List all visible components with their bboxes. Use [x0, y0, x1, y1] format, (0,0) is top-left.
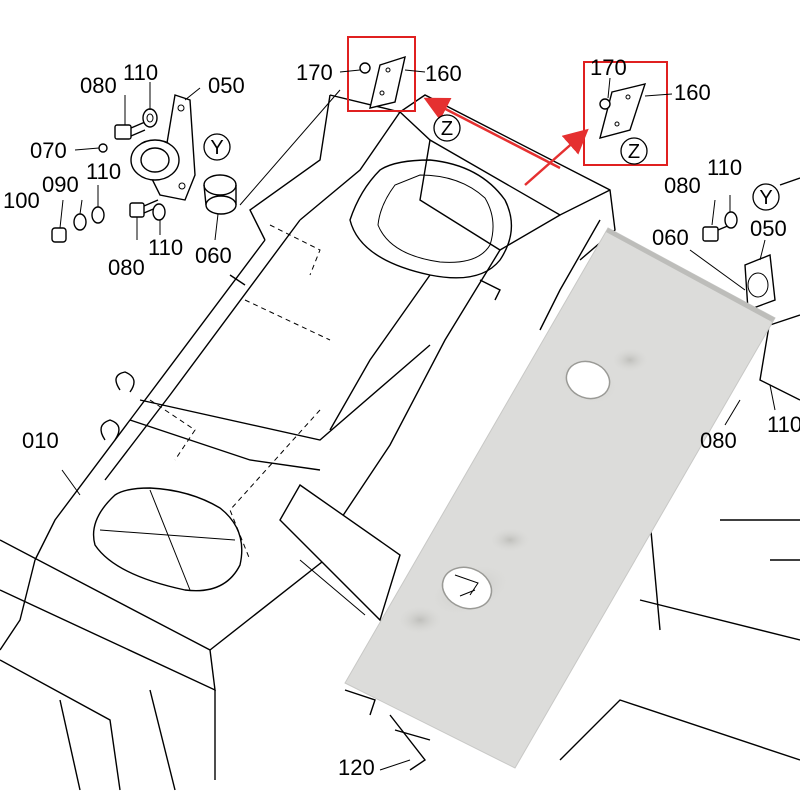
label-010: 010 [22, 428, 59, 453]
bolt-icon [129, 199, 159, 218]
label-060-right: 060 [652, 225, 689, 250]
callout-z-a: Z [433, 114, 461, 142]
bracket-icon [744, 254, 776, 311]
upper-left-hardware [51, 82, 341, 243]
label-170-box-a: 170 [296, 60, 333, 85]
callout-y-a: Y [203, 133, 231, 161]
plate-hole-upper [565, 360, 611, 400]
callout-z-b: Z [620, 137, 648, 165]
label-170-box-b: 170 [590, 55, 627, 80]
plate-hole-lower [441, 566, 493, 610]
nut-icon [98, 143, 108, 153]
washer-icon [152, 203, 166, 221]
frame-drawing [0, 94, 800, 791]
label-120: 120 [338, 755, 375, 780]
label-160-box-a: 160 [425, 61, 462, 86]
label-110-mid-left: 110 [86, 159, 121, 184]
bolt-icon [702, 224, 731, 242]
bracket-icon [369, 55, 406, 109]
right-hardware [689, 177, 800, 426]
washer-icon [73, 206, 105, 231]
label-110-upper-left: 110 [123, 60, 158, 85]
highlight-arrows [423, 97, 589, 186]
bolt-icon [114, 121, 146, 140]
label-070: 070 [30, 138, 67, 163]
label-080-lower-right: 080 [700, 428, 737, 453]
bushing-icon [203, 174, 237, 215]
svg-text:Y: Y [759, 187, 772, 209]
label-050-right: 050 [750, 216, 787, 241]
label-060-left: 060 [195, 243, 232, 268]
label-080-upper-left: 080 [80, 73, 117, 98]
bracket-icon [130, 94, 196, 201]
label-100: 100 [3, 188, 40, 213]
label-160-box-b: 160 [674, 80, 711, 105]
callout-y-b: Y [752, 183, 780, 211]
label-080-lower-left: 080 [108, 255, 145, 280]
label-050-left: 050 [208, 73, 245, 98]
svg-text:Z: Z [628, 141, 640, 163]
label-110-lower-left: 110 [148, 235, 183, 260]
part-labels: 170 160 170 160 080 110 050 070 100 090 … [3, 55, 800, 780]
label-110-right: 110 [707, 155, 742, 180]
bracket-icon [599, 83, 647, 139]
highlight-box-a [339, 36, 426, 112]
label-080-right: 080 [664, 173, 701, 198]
highlight-box-b [583, 61, 673, 166]
label-110-lower-right: 110 [767, 412, 800, 437]
nut-icon [599, 98, 611, 110]
washer-icon [724, 211, 738, 229]
nut-icon [359, 62, 371, 74]
nut-icon [51, 227, 67, 243]
svg-text:Z: Z [441, 118, 453, 140]
svg-text:Y: Y [210, 137, 223, 159]
steel-plate-photo [344, 227, 776, 769]
washer-icon [142, 108, 158, 128]
label-090: 090 [42, 172, 79, 197]
